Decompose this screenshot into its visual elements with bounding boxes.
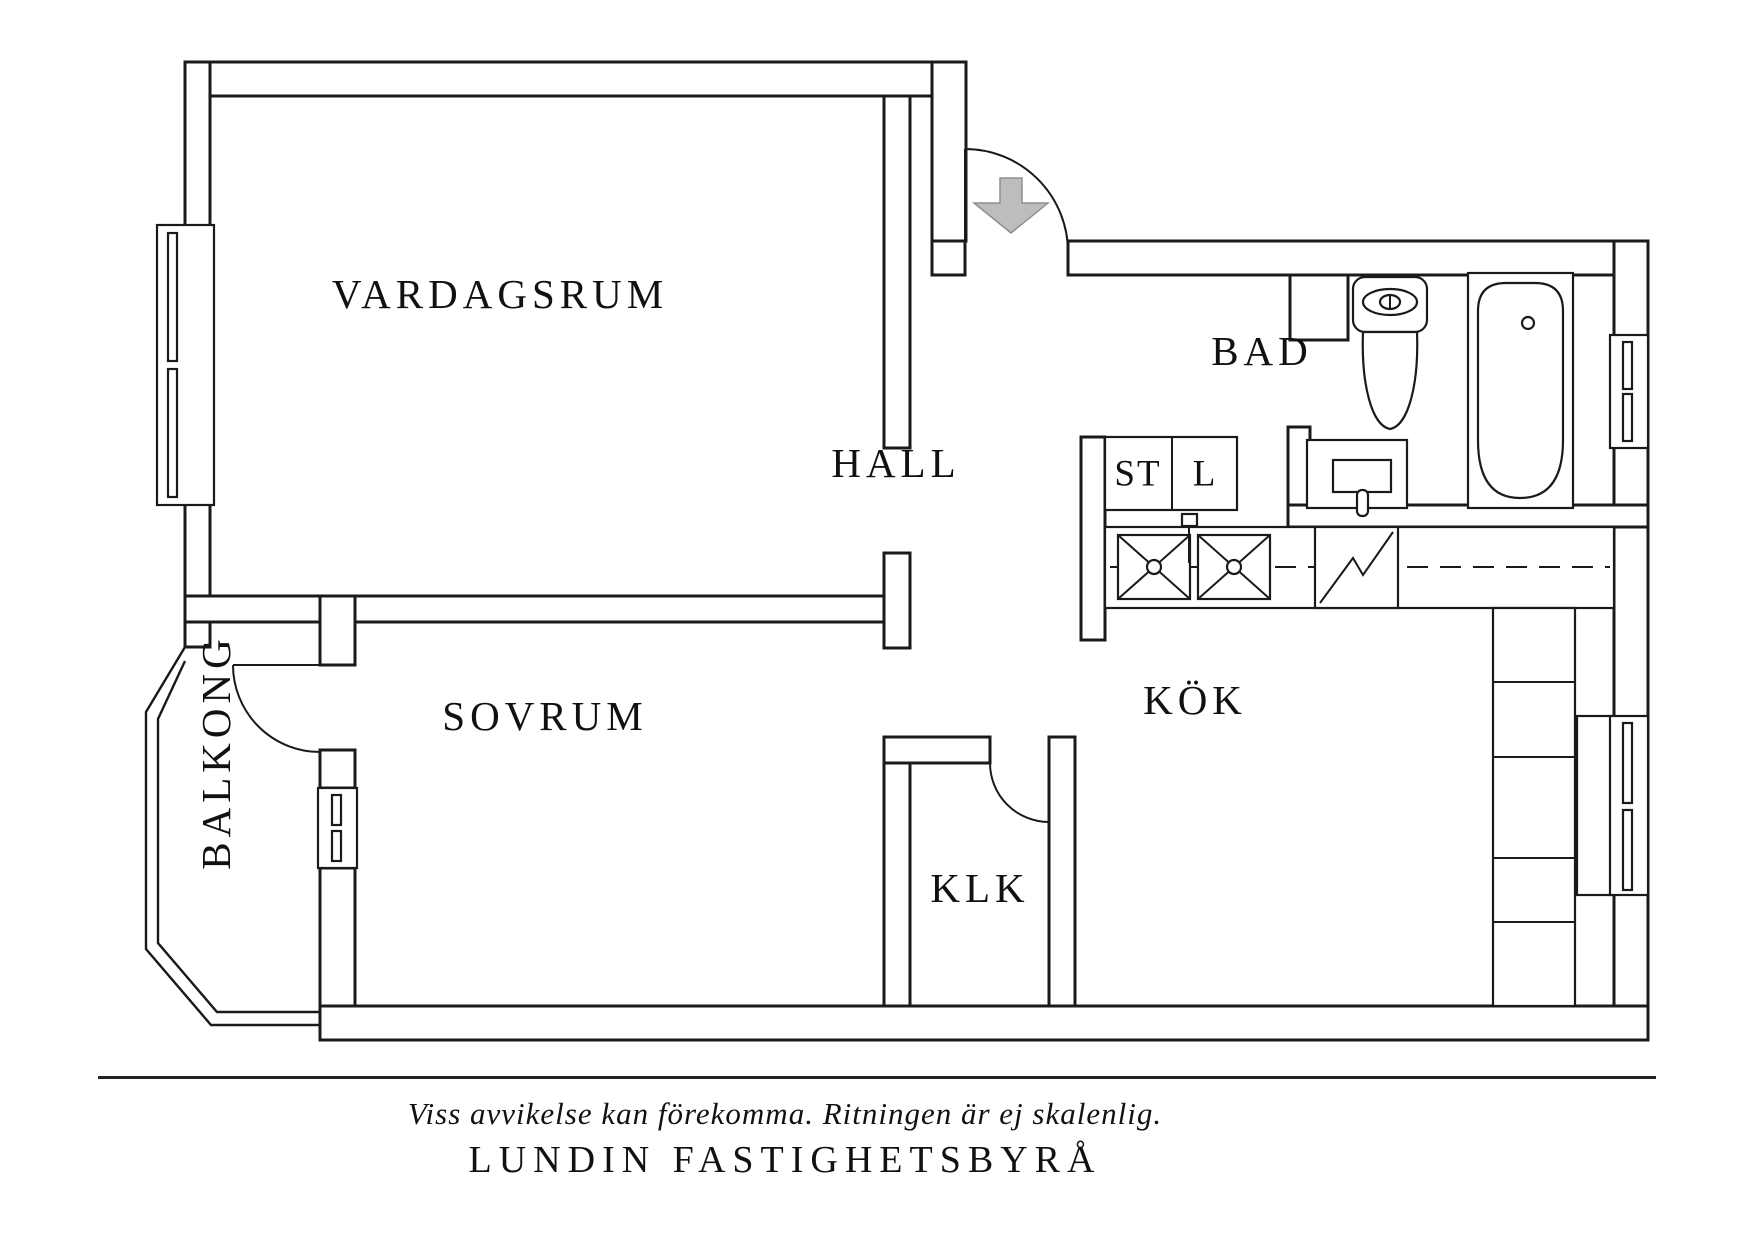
faucet-icon (1180, 512, 1199, 528)
room-label-st: ST (1114, 453, 1162, 495)
bathtub-symbol (1466, 271, 1575, 510)
entrance-arrow-icon (971, 177, 1051, 234)
balcony-door (232, 664, 321, 753)
wall-bathroom-pier (1288, 273, 1350, 342)
wall-klk-right (1047, 735, 1077, 1008)
kitchen-counter (1103, 512, 1616, 610)
wall-sovrum-left-upper (318, 594, 357, 667)
balcony-outer-line (144, 646, 320, 1027)
room-label-hall: HALL (831, 440, 961, 486)
wall-klk-top (882, 735, 992, 765)
kitchen-cabinets (1491, 606, 1577, 1008)
wall-entrance-recess (930, 60, 968, 243)
wall-sovrum-left-lower (318, 866, 357, 1008)
balcony-inner-line (156, 660, 320, 1014)
footer-separator-line (98, 1076, 1656, 1079)
window-bad (1608, 333, 1650, 450)
room-label-bad: BAD (1211, 328, 1313, 374)
footer: Viss avvikelse kan förekomma. Ritningen … (0, 1096, 1570, 1182)
wall-vardagsrum-hall-lower (882, 551, 912, 650)
doors (232, 148, 1069, 823)
wall-top-right (1066, 239, 1650, 277)
room-label-balkong: BALKONG (193, 634, 239, 870)
wall-bottom (318, 1004, 1650, 1042)
bathroom-sink-symbol (1305, 438, 1409, 518)
window-vardagsrum (155, 223, 216, 507)
stove-symbol (1313, 525, 1400, 610)
window-kok (1575, 714, 1650, 897)
wall-vardagsrum-hall-upper (882, 94, 912, 450)
entrance-door (964, 148, 1069, 253)
room-label-kok: KÖK (1143, 677, 1247, 723)
wall-top-left (183, 60, 967, 98)
footer-disclaimer: Viss avvikelse kan förekomma. Ritningen … (407, 1096, 1163, 1131)
klk-door (989, 762, 1050, 823)
fixtures (1103, 271, 1616, 1008)
wall-hall-kitchen-stub (1079, 435, 1107, 642)
footer-brand: LUNDIN FASTIGHETSBYRÅ (468, 1139, 1102, 1181)
wall-vardagsrum-sovrum (183, 594, 912, 624)
wall-klk-left (882, 735, 912, 1008)
balcony-walls (144, 646, 320, 1027)
closets-st-l (1103, 435, 1239, 512)
window-sovrum-balcony (316, 786, 359, 870)
room-label-sovrum: SOVRUM (442, 693, 648, 739)
kitchen-sink-symbol (1116, 512, 1272, 601)
room-label-vardagsrum: VARDAGSRUM (331, 271, 669, 317)
windows (155, 223, 1650, 897)
room-label-l: L (1192, 453, 1218, 495)
wall-entrance-jamb (930, 239, 967, 277)
toilet-symbol (1351, 275, 1429, 431)
room-label-klk: KLK (930, 865, 1030, 911)
wall-sovrum-left-mid (318, 748, 357, 790)
